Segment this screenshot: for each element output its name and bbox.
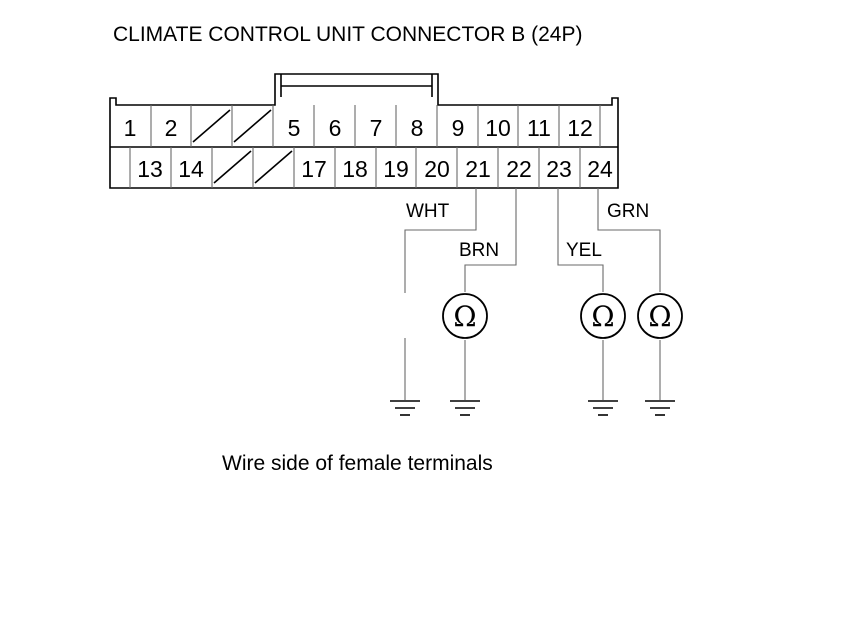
ohm-symbol: Ω <box>453 300 476 333</box>
terminal-17: 17 <box>301 156 327 182</box>
wire-22 <box>464 188 517 292</box>
ground-icon <box>588 400 618 416</box>
ohm-symbol: Ω <box>591 300 614 333</box>
terminal-2: 2 <box>165 115 178 141</box>
ground-icon <box>450 400 480 416</box>
terminal-6: 6 <box>329 115 342 141</box>
connector-housing <box>109 73 619 189</box>
terminal-5: 5 <box>288 115 301 141</box>
terminal-9: 9 <box>452 115 465 141</box>
wire-23 <box>557 188 604 292</box>
terminal-7: 7 <box>370 115 383 141</box>
ohmmeter-icon: Ω <box>580 293 626 339</box>
ground-icon <box>390 400 420 416</box>
wire-24 <box>597 188 661 292</box>
terminal-19: 19 <box>383 156 409 182</box>
empty-cavity-marks <box>192 109 293 184</box>
terminal-cells <box>129 105 601 188</box>
terminal-23: 23 <box>546 156 572 182</box>
wire-label-brn: BRN <box>459 240 499 261</box>
slash-mark <box>192 109 231 143</box>
terminal-22: 22 <box>506 156 532 182</box>
slash-mark <box>213 150 252 184</box>
terminal-21: 21 <box>465 156 491 182</box>
wire-label-grn: GRN <box>607 201 649 222</box>
ohmmeter-icon: Ω <box>442 293 488 339</box>
wire-21 <box>404 188 477 293</box>
terminal-24: 24 <box>587 156 613 182</box>
terminal-12: 12 <box>567 115 593 141</box>
wire-label-yel: YEL <box>566 240 602 261</box>
terminal-1: 1 <box>124 115 137 141</box>
wire-label-wht: WHT <box>406 201 450 222</box>
terminal-10: 10 <box>485 115 511 141</box>
ohmmeter-icon: Ω <box>637 293 683 339</box>
terminal-13: 13 <box>137 156 163 182</box>
terminal-14: 14 <box>178 156 204 182</box>
terminal-20: 20 <box>424 156 450 182</box>
slash-mark <box>233 109 272 143</box>
connector-lock-tab <box>280 74 433 97</box>
bottom-row-terminals: 13 14 17 18 19 20 21 22 23 24 <box>137 156 613 182</box>
terminal-18: 18 <box>342 156 368 182</box>
wiring <box>404 188 661 400</box>
top-row-terminals: 1 2 5 6 7 8 9 10 11 12 <box>124 115 593 141</box>
diagram-caption: Wire side of female terminals <box>222 452 493 475</box>
terminal-8: 8 <box>411 115 424 141</box>
ground-icon <box>645 400 675 416</box>
terminal-11: 11 <box>527 115 551 141</box>
slash-mark <box>254 150 293 184</box>
ohm-symbol: Ω <box>648 300 671 333</box>
diagram-title: CLIMATE CONTROL UNIT CONNECTOR B (24P) <box>113 23 582 46</box>
